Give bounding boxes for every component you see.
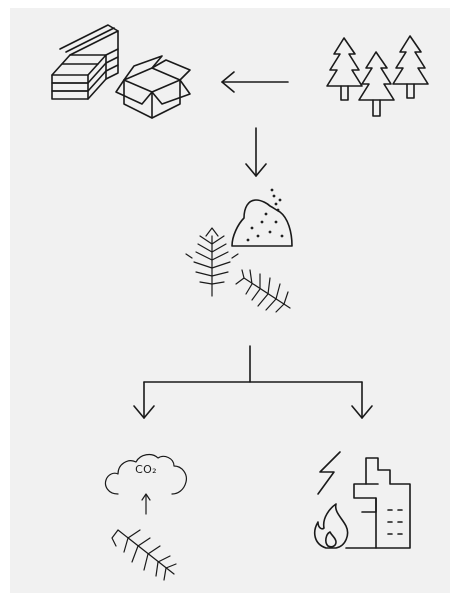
co2-label: CO₂ — [135, 463, 157, 476]
co2-cloud-branch-icon — [104, 453, 187, 581]
box-icon — [115, 55, 191, 119]
pine-trees-icon — [326, 35, 429, 117]
factory-flame-lightning-icon — [313, 451, 411, 549]
flame-icon — [313, 503, 349, 549]
arrow-up-icon — [141, 493, 151, 515]
sawdust-and-branches-icon — [185, 188, 293, 313]
branch-icon-3 — [111, 529, 177, 581]
arrow-down-1 — [245, 127, 267, 177]
diagram-panel — [10, 8, 450, 593]
split-connector — [133, 345, 373, 419]
branch-icon-1 — [185, 227, 239, 297]
factory-icon — [353, 457, 411, 549]
cloud-icon — [104, 453, 187, 495]
arrow-left — [221, 71, 289, 93]
lumber-and-box-icon — [51, 24, 191, 119]
branch-icon-2 — [235, 269, 291, 313]
sawdust-pile-icon — [231, 188, 293, 247]
lumber-planks-icon — [51, 24, 119, 100]
lightning-icon — [317, 451, 341, 495]
